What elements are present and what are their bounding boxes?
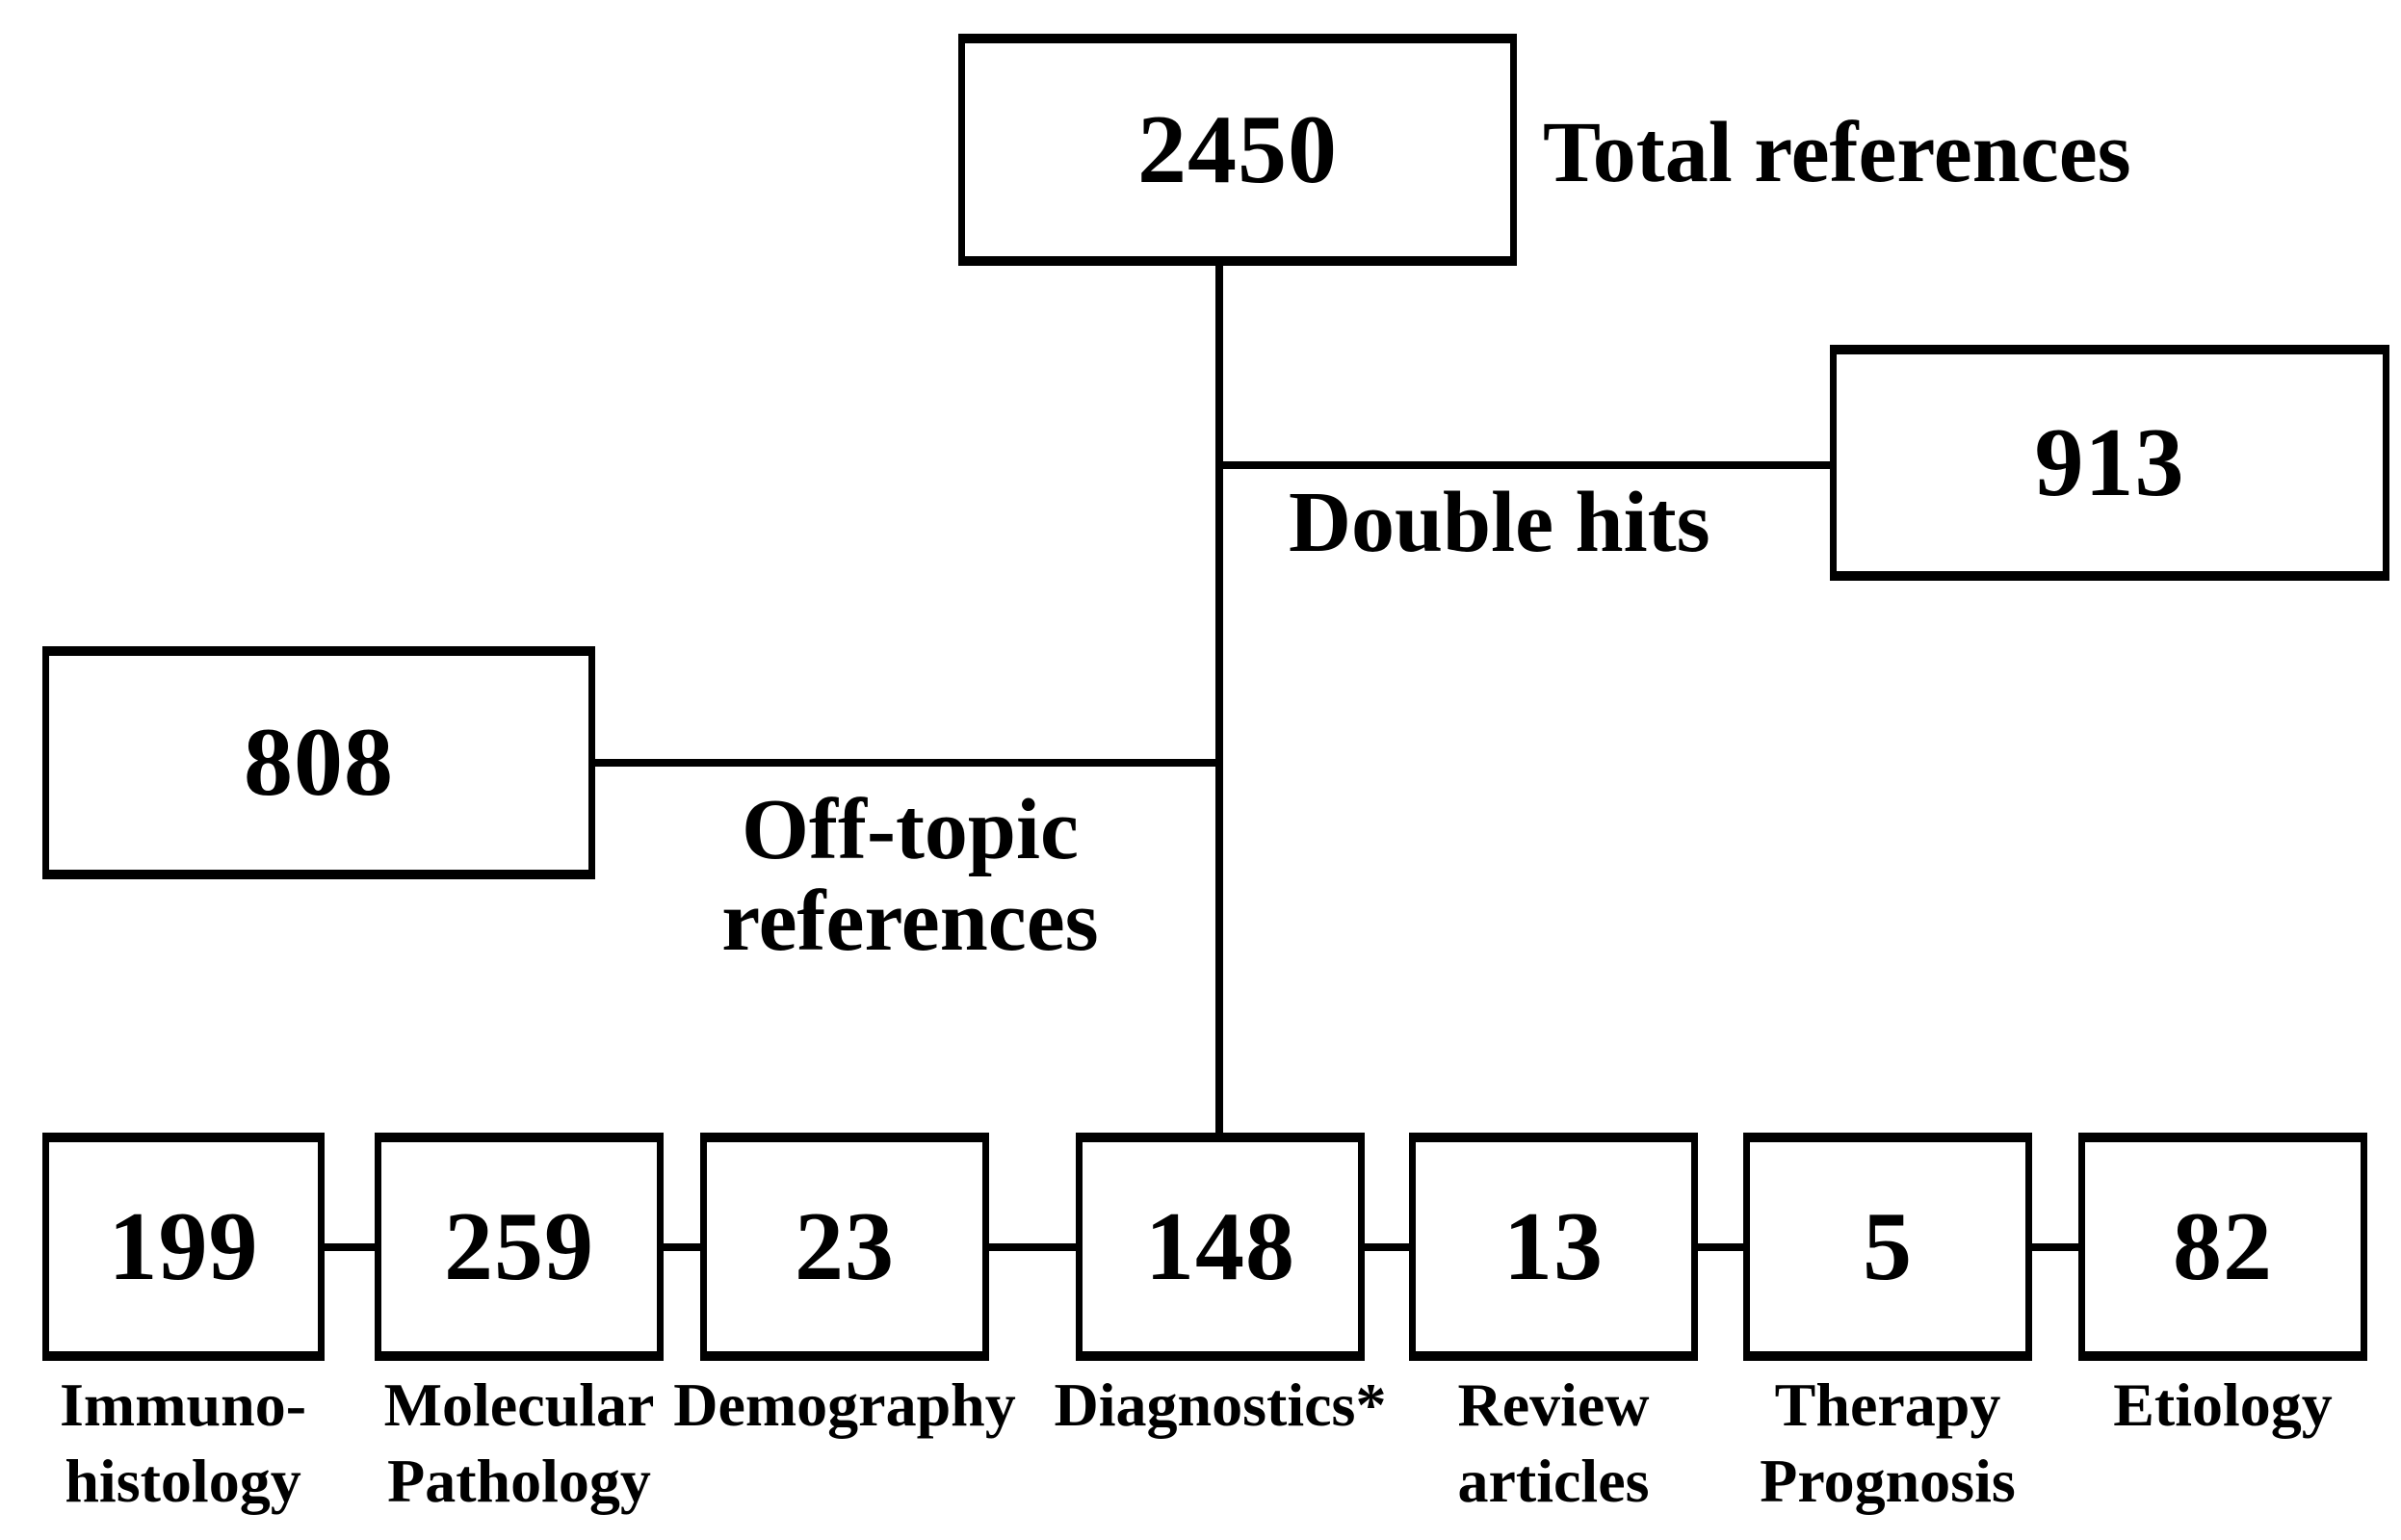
node-off-topic-box: 808 [42, 646, 595, 879]
connector-cat-5-6 [1698, 1243, 1743, 1251]
category-value-diagnostics: 148 [1145, 1191, 1295, 1301]
category-value-molecular-pathology: 259 [444, 1191, 594, 1301]
label-diagnostics-line1: Diagnostics* [1054, 1370, 1387, 1439]
connector-stem-vertical [1215, 266, 1223, 1133]
category-value-immunohistology: 199 [108, 1191, 259, 1301]
category-box-demography: 23 [700, 1133, 989, 1361]
label-off-topic-references: Off-topic references [621, 784, 1199, 967]
category-value-etiology: 82 [2173, 1191, 2273, 1301]
node-total-references-box: 2450 [958, 34, 1517, 266]
label-immunohistology-line2: histology [65, 1447, 301, 1515]
label-review-articles-line2: articles [1457, 1447, 1650, 1515]
node-double-hits-box: 913 [1830, 345, 2389, 581]
label-double-hits: Double hits [1289, 475, 1710, 570]
category-value-review-articles: 13 [1503, 1191, 1604, 1301]
connector-double-hits [1219, 461, 1830, 469]
node-off-topic-value: 808 [244, 708, 394, 817]
label-total-references: Total references [1543, 105, 2131, 200]
connector-cat-2-3 [664, 1243, 700, 1251]
connector-cat-1-2 [325, 1243, 375, 1251]
label-molecular-pathology: Molecular Pathology [307, 1367, 731, 1519]
label-review-articles-line1: Review [1457, 1370, 1650, 1439]
connector-cat-6-7 [2032, 1243, 2078, 1251]
label-molecular-pathology-line2: Pathology [387, 1447, 651, 1515]
label-molecular-pathology-line1: Molecular [383, 1370, 655, 1439]
label-immunohistology: Immuno- histology [0, 1367, 395, 1519]
category-box-immunohistology: 199 [42, 1133, 325, 1361]
label-review-articles: Review articles [1342, 1367, 1765, 1519]
category-value-demography: 23 [795, 1191, 895, 1301]
connector-cat-4-5 [1365, 1243, 1409, 1251]
category-box-diagnostics: 148 [1076, 1133, 1365, 1361]
label-off-topic-line1: Off-topic [742, 782, 1079, 877]
label-demography: Demography [633, 1367, 1057, 1443]
label-etiology: Etiology [2011, 1367, 2401, 1443]
category-box-therapy-prognosis: 5 [1743, 1133, 2032, 1361]
category-box-review-articles: 13 [1409, 1133, 1698, 1361]
node-total-references-value: 2450 [1137, 94, 1338, 204]
label-off-topic-line2: references [721, 874, 1099, 969]
category-value-therapy-prognosis: 5 [1863, 1191, 1913, 1301]
label-therapy-prognosis-line2: Prognosis [1760, 1447, 2016, 1515]
label-immunohistology-line1: Immuno- [59, 1370, 307, 1439]
label-demography-line1: Demography [673, 1370, 1016, 1439]
category-box-molecular-pathology: 259 [375, 1133, 664, 1361]
connector-off-topic [591, 759, 1219, 767]
node-double-hits-value: 913 [2034, 407, 2185, 517]
label-etiology-line1: Etiology [2113, 1370, 2333, 1439]
label-therapy-prognosis-line1: Therapy [1774, 1370, 2001, 1439]
label-diagnostics: Diagnostics* [1008, 1367, 1432, 1443]
connector-cat-3-4 [989, 1243, 1076, 1251]
label-therapy-prognosis: Therapy Prognosis [1676, 1367, 2100, 1519]
category-box-etiology: 82 [2078, 1133, 2367, 1361]
